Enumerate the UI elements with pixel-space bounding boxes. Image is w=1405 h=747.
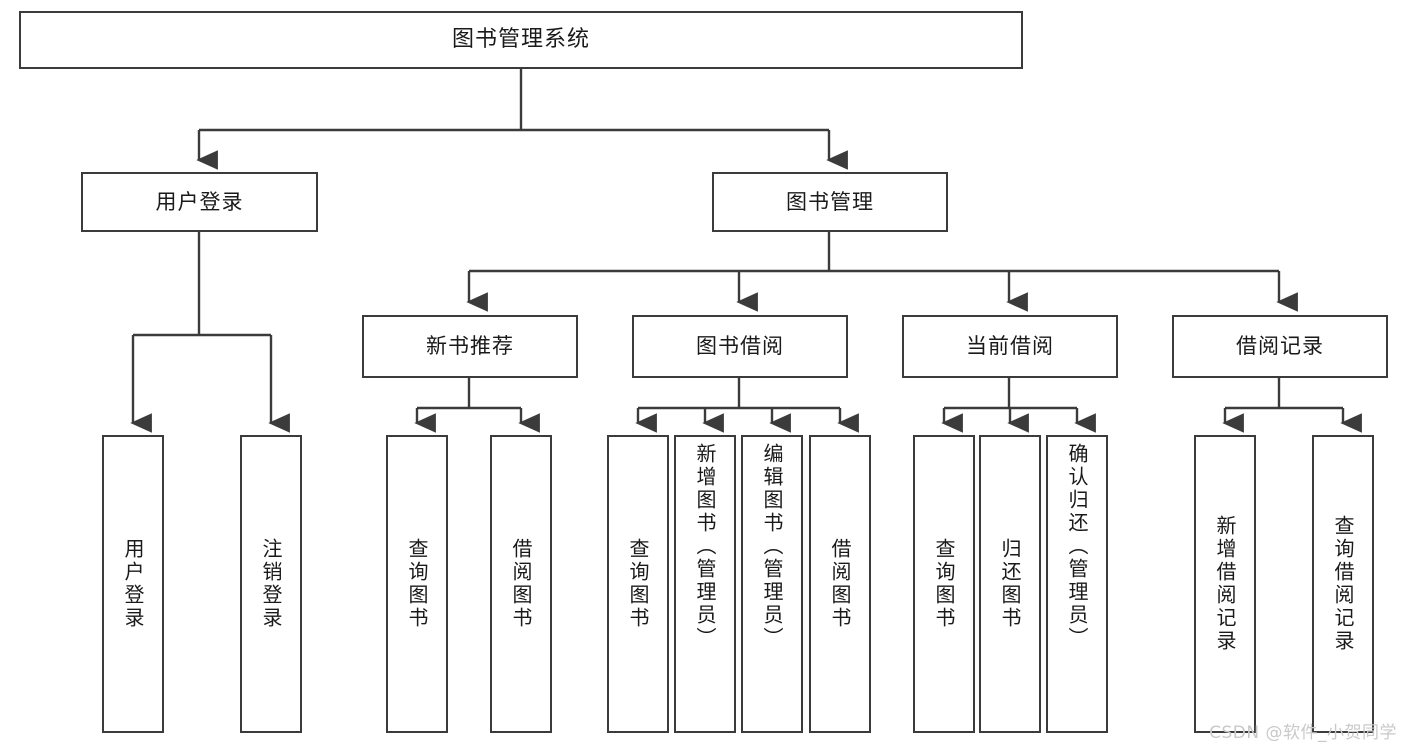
node-label: 用户登录 — [121, 538, 145, 630]
leaf-borrow-query-book[interactable]: 查询图书 — [607, 435, 669, 733]
node-new-book-recommend[interactable]: 新书推荐 — [362, 315, 578, 378]
leaf-borrow-add-book-admin[interactable]: 新增图书（管理员） — [674, 435, 736, 733]
node-label: 图书管理系统 — [451, 27, 590, 53]
node-current-borrow[interactable]: 当前借阅 — [902, 315, 1118, 378]
node-root-system[interactable]: 图书管理系统 — [19, 11, 1023, 69]
leaf-borrow-borrow-book[interactable]: 借阅图书 — [809, 435, 871, 733]
node-label: 确认归还（管理员） — [1065, 443, 1089, 650]
node-label: 借阅图书 — [509, 538, 533, 630]
node-label: 图书管理 — [786, 189, 874, 214]
node-label: 借阅图书 — [828, 538, 852, 630]
node-label: 借阅记录 — [1236, 334, 1324, 359]
leaf-current-return-book[interactable]: 归还图书 — [979, 435, 1041, 733]
node-label: 新书推荐 — [426, 334, 514, 359]
csdn-watermark: CSDN @软件_小贺同学 — [1209, 723, 1397, 743]
leaf-new-book-borrow[interactable]: 借阅图书 — [490, 435, 552, 733]
node-label: 归还图书 — [998, 538, 1022, 630]
node-label: 查询图书 — [932, 538, 956, 630]
leaf-user-login-logout[interactable]: 注销登录 — [240, 435, 302, 733]
leaf-new-book-query[interactable]: 查询图书 — [386, 435, 448, 733]
node-user-login[interactable]: 用户登录 — [81, 172, 318, 232]
leaf-record-query-record[interactable]: 查询借阅记录 — [1312, 435, 1374, 733]
node-borrow-record[interactable]: 借阅记录 — [1172, 315, 1388, 378]
node-label: 注销登录 — [259, 538, 283, 630]
node-label: 编辑图书（管理员） — [760, 443, 784, 650]
leaf-user-login-login[interactable]: 用户登录 — [102, 435, 164, 733]
node-label: 用户登录 — [155, 189, 244, 214]
node-book-management[interactable]: 图书管理 — [712, 172, 948, 232]
node-book-borrow[interactable]: 图书借阅 — [632, 315, 848, 378]
leaf-current-query-book[interactable]: 查询图书 — [913, 435, 975, 733]
node-label: 新增借阅记录 — [1213, 515, 1237, 653]
node-label: 查询借阅记录 — [1331, 515, 1355, 653]
node-label: 查询图书 — [405, 538, 429, 630]
node-label: 图书借阅 — [696, 334, 784, 359]
node-label: 当前借阅 — [966, 334, 1054, 359]
node-label: 查询图书 — [626, 538, 650, 630]
leaf-current-confirm-return-admin[interactable]: 确认归还（管理员） — [1046, 435, 1108, 733]
leaf-record-add-record[interactable]: 新增借阅记录 — [1194, 435, 1256, 733]
node-label: 新增图书（管理员） — [693, 443, 717, 650]
leaf-borrow-edit-book-admin[interactable]: 编辑图书（管理员） — [741, 435, 803, 733]
